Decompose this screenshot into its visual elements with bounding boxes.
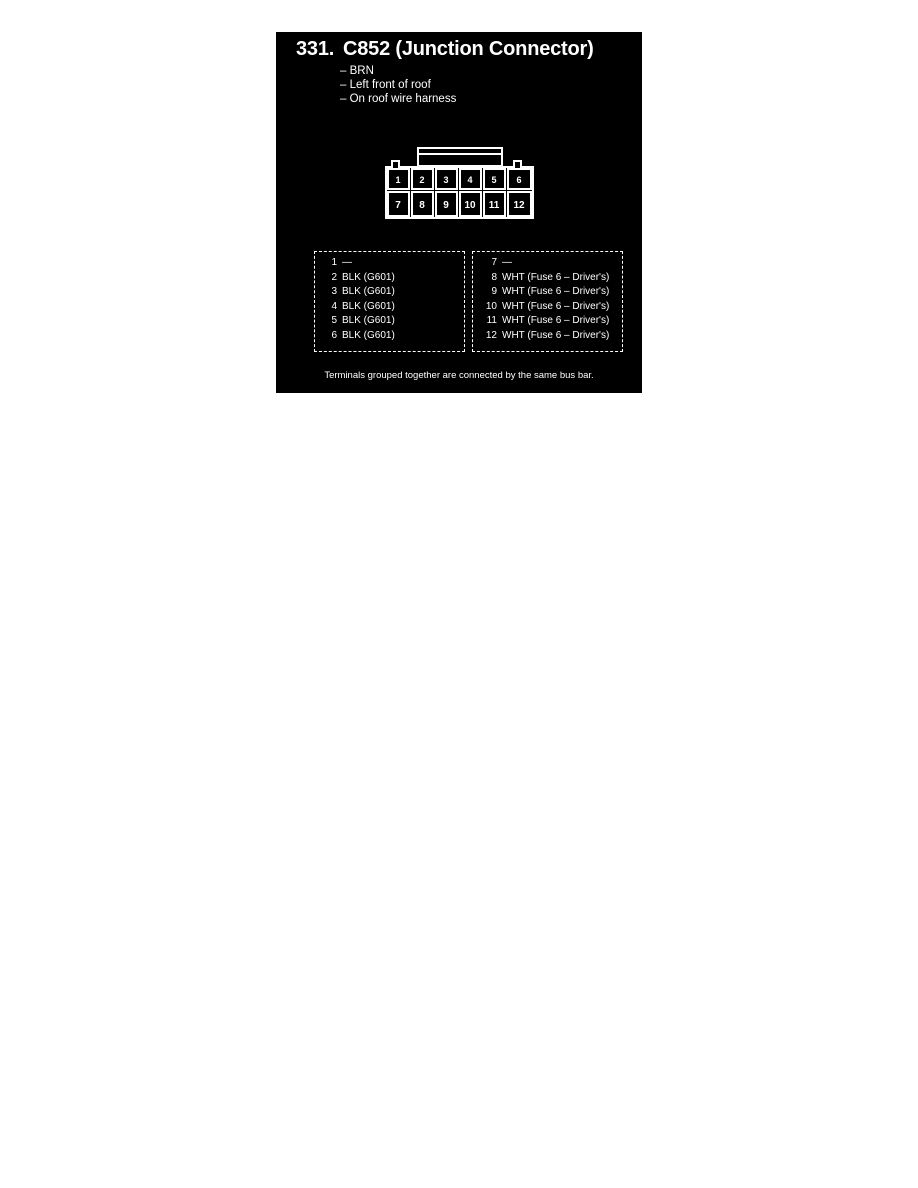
cavity-label-3: 3	[443, 175, 448, 185]
wire-description: WHT (Fuse 6 – Driver's)	[502, 286, 610, 298]
diagram-title-text: C852 (Junction Connector)	[343, 38, 594, 60]
pin-number: 7	[491, 257, 497, 268]
pin-number: 4	[331, 300, 337, 312]
cavity-7	[387, 191, 410, 217]
cavity-label-1: 1	[395, 175, 400, 185]
pin-row: 11 WHT (Fuse 6 – Driver's)	[473, 314, 622, 329]
pin-row: 3 BLK (G601)	[315, 285, 464, 300]
cavity-6	[507, 168, 532, 190]
wire-description: BLK (G601)	[342, 271, 395, 283]
cavity-9	[435, 191, 458, 217]
cavity-label-4: 4	[467, 175, 472, 185]
pin-number: 1	[331, 257, 337, 268]
wire-description: WHT (Fuse 6 – Driver's)	[502, 300, 610, 312]
attribute-location: – Left front of roof	[340, 79, 431, 91]
wire-description: BLK (G601)	[342, 329, 395, 341]
cavity-label-2: 2	[419, 175, 424, 185]
pin-row: 5 BLK (G601)	[315, 314, 464, 329]
connector-body	[385, 160, 534, 219]
cavity-label-11: 11	[489, 200, 500, 211]
cavity-label-10: 10	[464, 200, 476, 211]
cavity-10	[459, 191, 482, 217]
attribute-harness: – On roof wire harness	[340, 93, 457, 105]
diagram-title: 331. C852 (Junction Connector)	[296, 38, 594, 61]
cavity-11	[483, 191, 506, 217]
cavity-3	[435, 168, 458, 190]
cavity-1	[387, 168, 410, 190]
wire-description: BLK (G601)	[342, 315, 395, 327]
pin-row: 9 WHT (Fuse 6 – Driver's)	[473, 285, 622, 300]
cavity-2	[411, 168, 434, 190]
wire-description: WHT (Fuse 6 – Driver's)	[502, 315, 610, 327]
wire-description: —	[342, 257, 352, 268]
cavity-12	[507, 191, 532, 217]
connector-face-drawing: 1 2 3 4 5 6 7 8 9 10 11 12	[385, 147, 534, 219]
attribute-color: – BRN	[340, 65, 374, 77]
pin-number: 11	[486, 315, 497, 327]
wire-description: WHT (Fuse 6 – Driver's)	[502, 329, 610, 341]
cavity-8	[411, 191, 434, 217]
cavity-5	[483, 168, 506, 190]
cavity-label-6: 6	[516, 175, 521, 185]
cavity-label-5: 5	[491, 175, 496, 185]
pin-number: 8	[491, 271, 497, 283]
pin-number: 5	[331, 315, 337, 327]
connector-attributes: – BRN – Left front of roof – On roof wir…	[340, 64, 456, 106]
pin-number: 10	[485, 300, 497, 312]
connector-diagram-panel: 331. C852 (Junction Connector) – BRN – Le…	[276, 32, 642, 393]
diagram-index: 331.	[296, 38, 335, 60]
pin-row: 12 WHT (Fuse 6 – Driver's)	[473, 329, 622, 344]
pin-number: 2	[331, 271, 337, 283]
wire-description: —	[502, 257, 512, 268]
pin-row: 6 BLK (G601)	[315, 329, 464, 344]
pin-row: 7—	[473, 256, 622, 271]
pin-number: 6	[331, 329, 337, 341]
pin-row: 10 WHT (Fuse 6 – Driver's)	[473, 300, 622, 315]
wire-description: BLK (G601)	[342, 286, 395, 298]
bus-bar-note: Terminals grouped together are connected…	[324, 370, 594, 381]
cavity-4	[459, 168, 482, 190]
pin-row: 1—	[315, 256, 464, 271]
pin-number: 3	[331, 286, 337, 298]
pin-number: 9	[491, 286, 497, 298]
wire-description: WHT (Fuse 6 – Driver's)	[502, 271, 610, 283]
cavity-label-8: 8	[419, 200, 425, 211]
pin-number: 12	[485, 329, 497, 341]
pin-row: 2 BLK (G601)	[315, 271, 464, 286]
cavity-label-9: 9	[443, 200, 449, 211]
wire-description: BLK (G601)	[342, 300, 395, 312]
connector-latch	[417, 147, 503, 167]
pin-row: 4 BLK (G601)	[315, 300, 464, 315]
cavity-label-12: 12	[513, 200, 525, 211]
pin-row: 8 WHT (Fuse 6 – Driver's)	[473, 271, 622, 286]
cavity-label-7: 7	[395, 200, 401, 211]
